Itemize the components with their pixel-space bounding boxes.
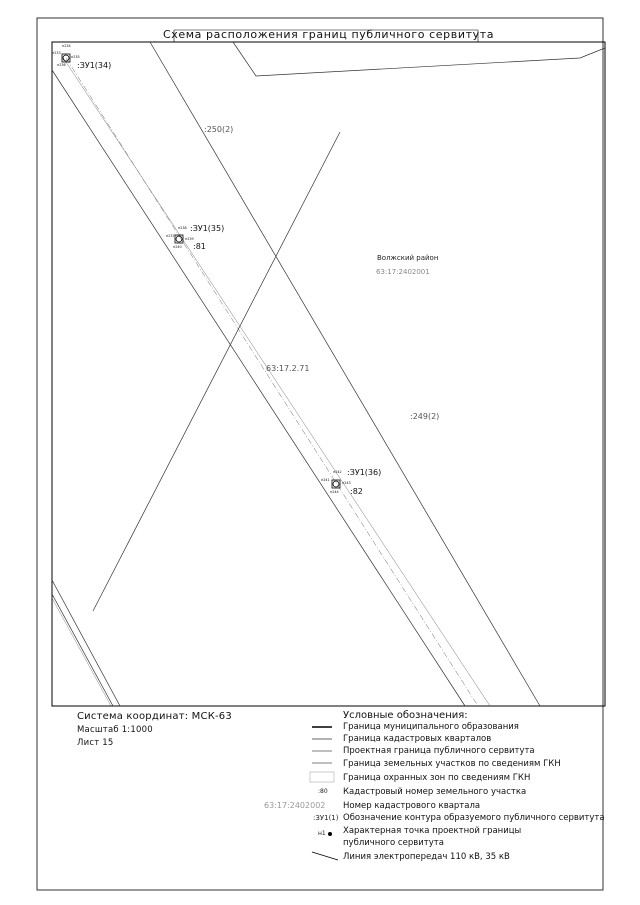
district-label: Волжский район xyxy=(377,254,439,262)
legend-protect-zone: Граница охранных зон по сведениям ГКН xyxy=(343,773,531,783)
legend-sample-protect-zone xyxy=(309,771,335,783)
legend-point-line1: Характерная точка проектной границы xyxy=(343,826,522,836)
legend-point-line2: публичного сервитута xyxy=(343,838,444,848)
map-title: Схема расположения границ публичного сер… xyxy=(162,28,495,41)
legend-sample-contour: :ЗУ1(1) xyxy=(313,814,339,822)
legend-title: Условные обозначения: xyxy=(343,710,468,721)
contour-label-36: :ЗУ1(36) xyxy=(347,468,382,477)
point-label-h233: н233 xyxy=(52,51,61,55)
corridor-inner-line xyxy=(61,55,491,707)
power-line xyxy=(65,57,479,707)
contour-label-35: :ЗУ1(35) xyxy=(190,224,225,233)
point-label-h240: н240 xyxy=(173,245,182,249)
quarter-boundary xyxy=(92,131,341,612)
parcel-code-82: :82 xyxy=(350,487,363,496)
contour-label-34: :ЗУ1(34) xyxy=(77,61,112,70)
point-label-h241: н241 xyxy=(321,478,330,482)
contour-marker-34 xyxy=(61,53,71,63)
legend-cad-number: Кадастровый номер земельного участка xyxy=(343,787,527,797)
legend-contour: Обозначение контура образуемого публично… xyxy=(343,813,605,823)
parcel-label-250: :250(2) xyxy=(204,125,234,134)
map-frame xyxy=(51,41,606,707)
corridor-right-edge xyxy=(149,41,541,707)
point-label-h238: н238 xyxy=(178,226,187,230)
legend-servitude-boundary: Проектная граница публичного сервитута xyxy=(343,746,535,756)
legend-quarter-boundary: Граница кадастровых кварталов xyxy=(343,734,492,744)
point-label-h239: н239 xyxy=(185,237,194,241)
legend-quarter-number: Номер кадастрового квартала xyxy=(343,801,481,811)
point-label-h235: н235 xyxy=(71,55,80,59)
bottom-left-line-2 xyxy=(51,593,114,707)
coord-system: Система координат: МСК-63 xyxy=(77,711,232,722)
bottom-left-line-1 xyxy=(51,579,121,707)
legend-sample-point xyxy=(328,832,332,836)
scale-text: Масштаб 1:1000 xyxy=(77,725,153,735)
quarter-label: 63:17:2402001 xyxy=(376,268,430,276)
point-label-h234: н234 xyxy=(62,44,71,48)
legend-mun-boundary: Граница муниципального образования xyxy=(343,722,519,732)
legend-sample-cad-number: :80 xyxy=(318,788,328,795)
legend-power-line: Линия электропередач 110 кВ, 35 кВ xyxy=(343,852,510,862)
parcel-code-81: :81 xyxy=(193,242,206,251)
legend-sample-point-label: н1 xyxy=(318,830,326,837)
outer-frame xyxy=(36,17,604,891)
parcel-label-249: :249(2) xyxy=(410,412,440,421)
corridor-left-edge xyxy=(51,69,466,707)
point-label-h242: н242 xyxy=(333,470,342,474)
point-label-h236: н236 xyxy=(57,63,66,67)
point-label-h237: н237 xyxy=(166,234,175,238)
contour-marker-35 xyxy=(174,234,184,244)
sheet-number: Лист 15 xyxy=(77,738,114,748)
bottom-left-line-3 xyxy=(51,597,112,707)
legend-parcel-boundary: Граница земельных участков по сведениям … xyxy=(343,759,561,769)
point-label-h244: н244 xyxy=(330,490,339,494)
contour-marker-36 xyxy=(331,479,341,489)
legend-sample-quarter-number: 63:17:2402002 xyxy=(264,801,326,810)
parcel-boundary-top xyxy=(232,41,606,77)
point-label-h243: н243 xyxy=(342,481,351,485)
road-parcel-label: 63:17.2.71 xyxy=(266,364,310,373)
legend-sample-power-line xyxy=(311,851,339,861)
